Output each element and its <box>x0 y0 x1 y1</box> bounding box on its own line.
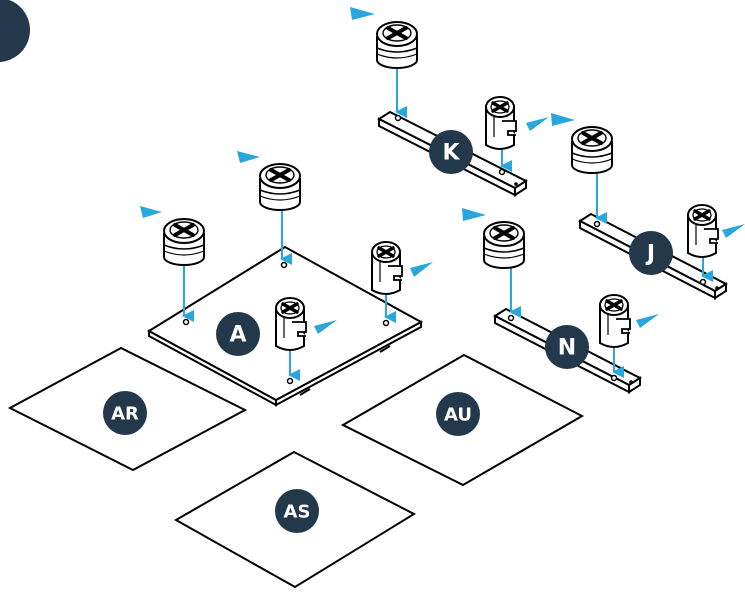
cam-lock-fastener <box>570 125 614 175</box>
cam-lock-side-fastener <box>484 95 518 151</box>
svg-text:K: K <box>442 141 460 166</box>
rotation-arrows <box>140 7 745 334</box>
svg-text:J: J <box>645 242 655 267</box>
svg-text:AU: AU <box>444 405 472 426</box>
label-badge-j: J <box>629 231 673 275</box>
svg-text:AR: AR <box>111 404 139 425</box>
cam-lock-fastener <box>482 220 526 270</box>
label-badge-a: A <box>216 312 260 356</box>
cam-lock-side-fastener <box>598 293 632 349</box>
label-badge-n: N <box>545 325 589 369</box>
label-badge-ar: AR <box>103 391 147 435</box>
label-badge-as: AS <box>275 489 319 533</box>
svg-text:AS: AS <box>284 502 311 523</box>
cam-lock-fastener <box>375 20 419 70</box>
svg-text:A: A <box>229 323 246 348</box>
label-badge-k: K <box>429 130 473 174</box>
svg-text:N: N <box>558 336 576 361</box>
cam-lock-side-fastener <box>686 203 720 259</box>
cam-lock-fastener <box>162 217 206 267</box>
cam-lock-side-fastener <box>370 240 404 296</box>
label-badge-au: AU <box>436 392 480 436</box>
corner-badge <box>0 0 30 62</box>
cam-lock-side-fastener <box>274 296 308 352</box>
cam-lock-fastener <box>258 162 302 212</box>
